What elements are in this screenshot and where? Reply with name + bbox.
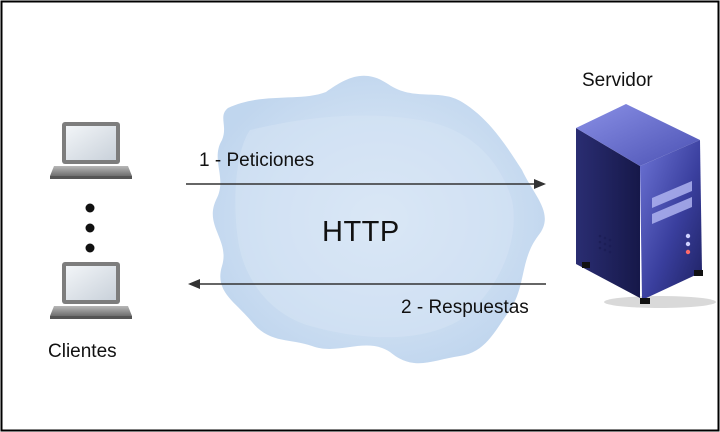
more-clients-dots (85, 203, 95, 253)
laptop-icon (50, 262, 132, 319)
cloud-icon (212, 75, 545, 364)
protocol-label: HTTP (322, 216, 400, 248)
clients-label: Clientes (48, 341, 117, 362)
response-label: 2 - Respuestas (401, 297, 529, 318)
laptop-icon (50, 122, 132, 179)
server-icon (576, 104, 716, 308)
server-label: Servidor (582, 70, 653, 91)
request-label: 1 - Peticiones (199, 150, 315, 171)
